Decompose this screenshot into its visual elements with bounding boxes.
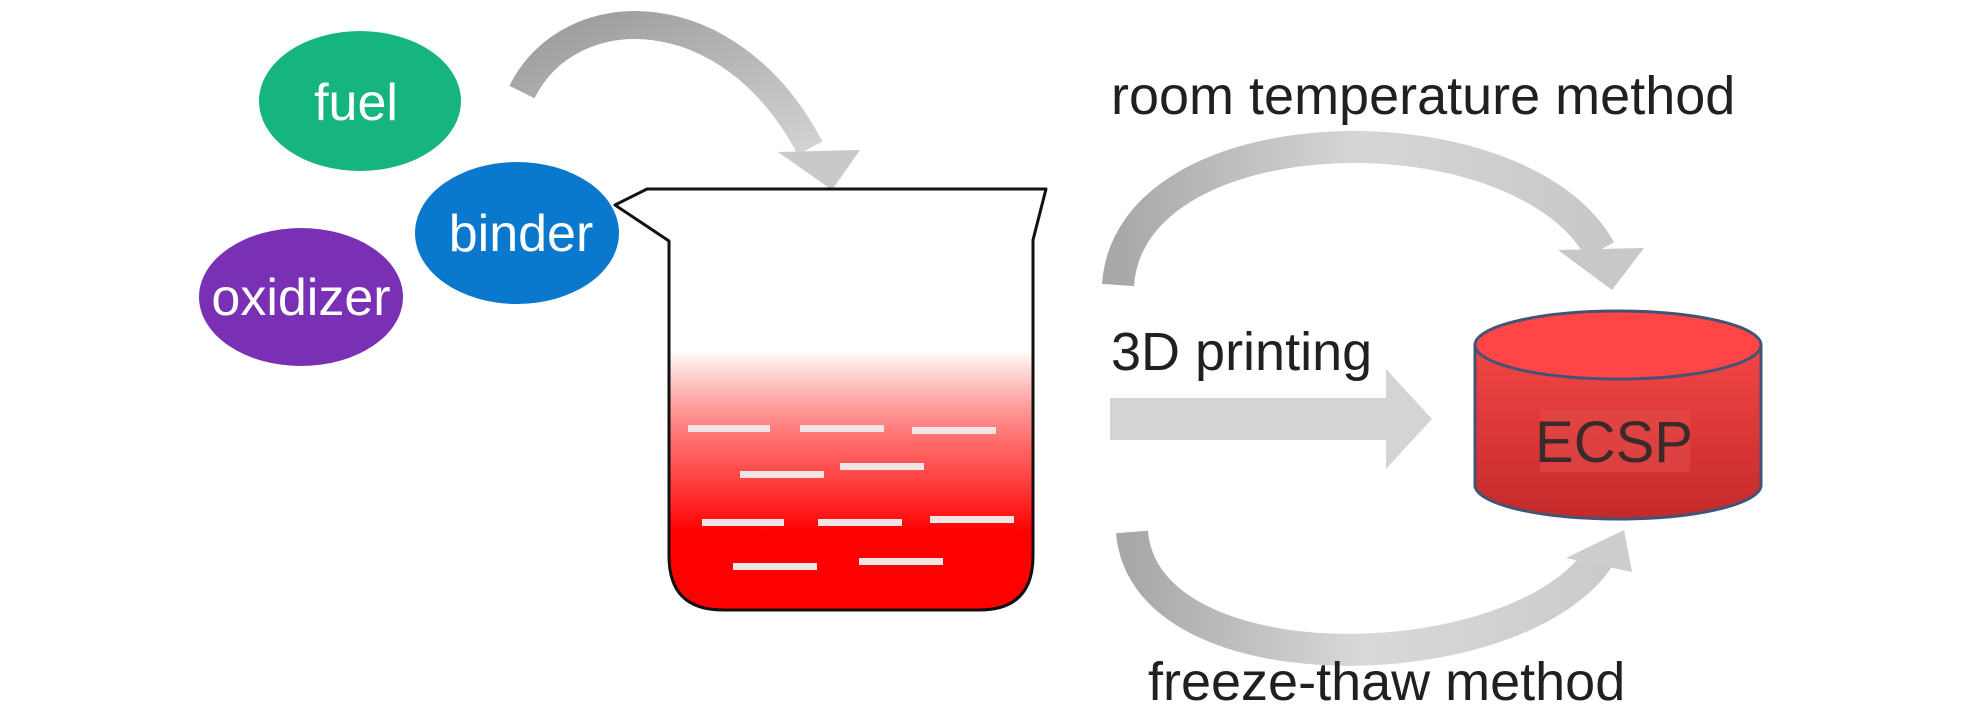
input-arrow bbox=[509, 11, 860, 190]
printing-3d-arrow bbox=[1110, 369, 1432, 469]
fuel-label: fuel bbox=[314, 74, 398, 132]
binder-label: binder bbox=[449, 205, 594, 263]
oxidizer-ellipse: oxidizer bbox=[199, 228, 403, 366]
beaker-outline bbox=[613, 187, 1048, 612]
room-temperature-label: room temperature method bbox=[1111, 66, 1735, 126]
oxidizer-label: oxidizer bbox=[211, 269, 390, 327]
beaker bbox=[613, 187, 1048, 612]
beaker-liquid bbox=[669, 350, 1033, 610]
ecsp-label: ECSP bbox=[1535, 410, 1693, 475]
freeze-thaw-label: freeze-thaw method bbox=[1148, 652, 1625, 709]
beaker-particles bbox=[688, 425, 1014, 570]
freeze-thaw-arrow bbox=[1116, 529, 1632, 666]
binder-ellipse: binder bbox=[415, 162, 619, 304]
fuel-ellipse: fuel bbox=[259, 31, 461, 171]
ecsp-cylinder: ECSP bbox=[1473, 309, 1763, 521]
room-temperature-arrow bbox=[1102, 131, 1644, 290]
printing-3d-label: 3D printing bbox=[1111, 322, 1372, 382]
